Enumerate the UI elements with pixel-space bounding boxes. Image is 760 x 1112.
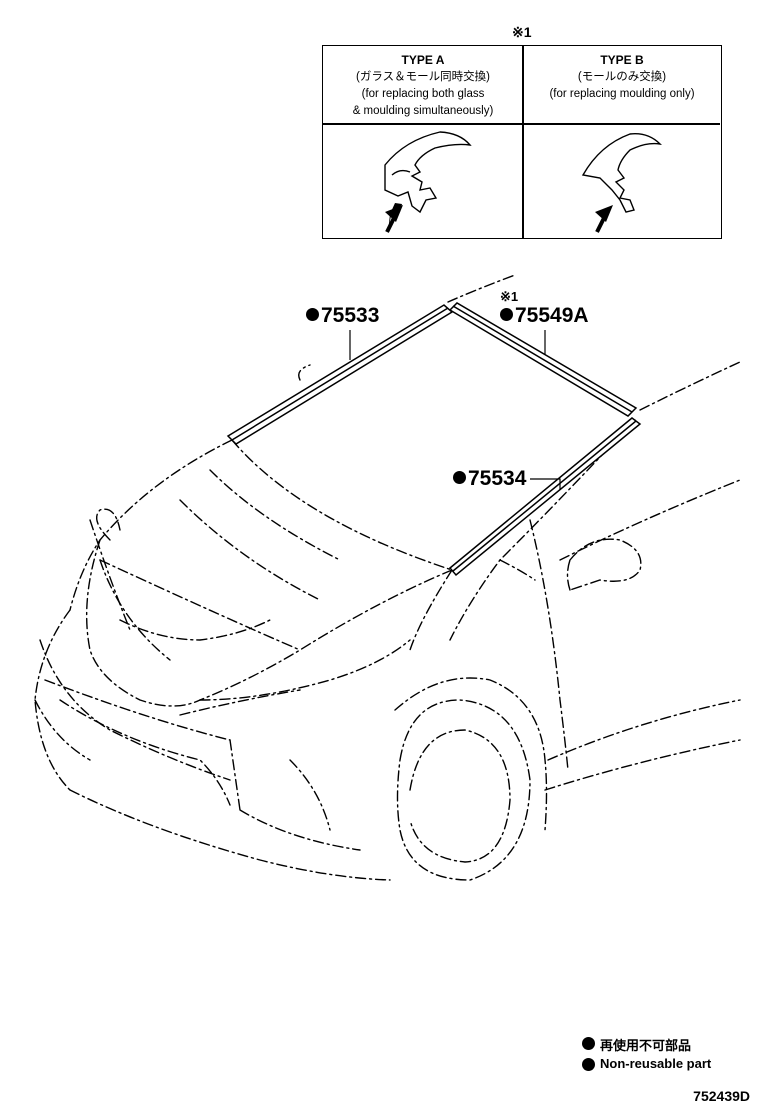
part-label-75549A: 75549A: [500, 304, 589, 328]
table-row-divider: [323, 123, 720, 125]
type-a-cell: TYPE A (ガラス＆モール同時交換) (for replacing both…: [327, 52, 519, 120]
diagram-code: 752439D: [693, 1088, 750, 1104]
type-a-en-line2: & moulding simultaneously): [352, 105, 494, 117]
table-column-divider: [522, 46, 524, 238]
type-a-en-line1: (for replacing both glass: [361, 88, 485, 100]
type-b-cell: TYPE B (モールのみ交換) (for replacing moulding…: [526, 52, 718, 103]
part-label-75534: 75534: [453, 467, 526, 491]
legend-jp: 再使用不可部品: [600, 1038, 692, 1053]
note-mark-top: ※1: [512, 24, 532, 40]
part-mark-75549A: ※1: [500, 289, 519, 304]
type-table: TYPE A (ガラス＆モール同時交換) (for replacing both…: [322, 45, 722, 239]
legend-en: Non-reusable part: [600, 1056, 712, 1071]
non-reusable-dot: [306, 308, 319, 321]
type-b-en-line1: (for replacing moulding only): [549, 88, 695, 100]
part-label-75533: 75533: [306, 304, 379, 328]
non-reusable-dot: [453, 471, 466, 484]
non-reusable-dot: [500, 308, 513, 321]
type-a-title: TYPE A: [401, 53, 445, 67]
type-b-title: TYPE B: [600, 53, 644, 67]
legend-dot-icon: [582, 1037, 595, 1050]
type-a-jp: (ガラス＆モール同時交換): [356, 71, 490, 83]
type-b-jp: (モールのみ交換): [577, 71, 667, 83]
legend-dot-icon: [582, 1058, 595, 1071]
